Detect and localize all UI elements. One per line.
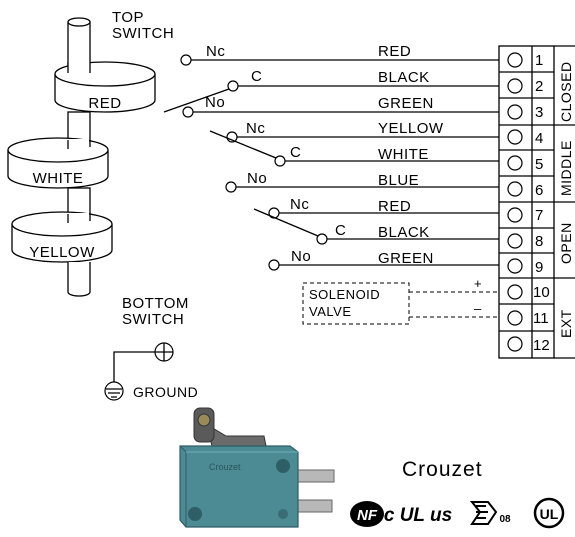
group-labels: CLOSED MIDDLE OPEN EXT [558, 61, 574, 338]
contact-label: C [290, 144, 301, 161]
svg-text:c UL us: c UL us [384, 505, 452, 526]
terminal-number: 1 [535, 52, 543, 69]
terminal-screws [507, 52, 523, 352]
top-switch-contacts: Nc C No [163, 43, 499, 118]
enec-logo: 08 [469, 501, 511, 525]
wire-label: YELLOW [378, 120, 444, 137]
wire-label: WHITE [378, 146, 429, 163]
microswitch-image: Crouzet [179, 407, 335, 528]
group-open: OPEN [558, 222, 574, 264]
ul-logo: UL [533, 497, 565, 529]
cam-yellow: YELLOW [11, 211, 113, 263]
wire-label: GREEN [378, 250, 434, 267]
solenoid-label-2: VALVE [309, 304, 351, 319]
terminal-number: 8 [535, 233, 543, 250]
terminal-number: 4 [535, 130, 543, 147]
brand-name: Crouzet [402, 458, 483, 481]
terminal-number: 2 [535, 78, 543, 95]
polarity-plus: + [474, 276, 482, 291]
terminal-numbers: 1 2 3 4 5 6 7 8 9 10 11 12 [533, 52, 550, 354]
terminal-number: 7 [535, 207, 543, 224]
contact-label: C [251, 68, 262, 85]
svg-text:UL: UL [540, 506, 559, 522]
contact-label: Nc [246, 120, 265, 137]
terminal-number: 11 [533, 310, 549, 327]
wire-label: BLUE [378, 172, 419, 189]
ground-icon [104, 381, 124, 401]
wire-labels: RED BLACK GREEN YELLOW WHITE BLUE RED BL… [378, 43, 444, 267]
terminal-number: 5 [535, 156, 543, 173]
terminal-number: 3 [535, 104, 543, 121]
wire-label: GREEN [378, 95, 434, 112]
svg-text:08: 08 [499, 514, 511, 525]
bottom-switch-label-1: BOTTOM [122, 295, 189, 312]
nf-logo: NF [350, 501, 384, 527]
terminal-block: 1 2 3 4 5 6 7 8 9 10 11 12 CLOSED MIDDLE… [498, 45, 575, 359]
cam-label-red: RED [88, 95, 121, 112]
cul-us-logo: c UL us [384, 505, 452, 526]
terminal-number: 12 [533, 337, 550, 354]
top-switch-label-2: SWITCH [112, 25, 174, 42]
contact-label: Nc [290, 196, 309, 213]
wire-label: BLACK [378, 69, 430, 86]
svg-text:NF: NF [357, 507, 378, 524]
contact-label: Nc [206, 43, 225, 60]
cam-stack: RED WHITE YELLOW [7, 17, 156, 297]
group-closed: CLOSED [558, 61, 574, 122]
ground-label: GROUND [133, 384, 198, 400]
polarity-minus: – [474, 301, 482, 316]
bottom-switch-label-2: SWITCH [122, 311, 184, 328]
cam-red: RED [54, 61, 156, 113]
terminal-number: 9 [535, 259, 543, 276]
solenoid-label-1: SOLENOID [309, 287, 380, 302]
cam-label-white: WHITE [33, 170, 84, 187]
device-brand: Crouzet [209, 462, 241, 472]
cam-label-yellow: YELLOW [29, 244, 95, 261]
contact-label: No [291, 248, 311, 265]
terminal-number: 6 [535, 182, 543, 199]
top-switch-label-1: TOP [112, 9, 144, 26]
terminal-number: 10 [533, 284, 550, 301]
contact-label: No [247, 170, 267, 187]
bottom-switch-contacts: Nc C No [253, 196, 499, 271]
wire-label: RED [378, 43, 411, 60]
contact-label: No [205, 94, 225, 111]
contact-label: C [335, 222, 346, 239]
wire-label: RED [378, 198, 411, 215]
middle-switch-contacts: Nc C No [209, 120, 499, 193]
group-middle: MIDDLE [558, 140, 574, 196]
solenoid-valve: SOLENOID VALVE + – [302, 276, 499, 325]
cam-white: WHITE [7, 137, 109, 189]
group-ext: EXT [558, 309, 574, 338]
certification-logos: NF c UL us 08 UL [350, 497, 565, 529]
ground-wiring: GROUND [104, 342, 198, 401]
wire-label: BLACK [378, 224, 430, 241]
